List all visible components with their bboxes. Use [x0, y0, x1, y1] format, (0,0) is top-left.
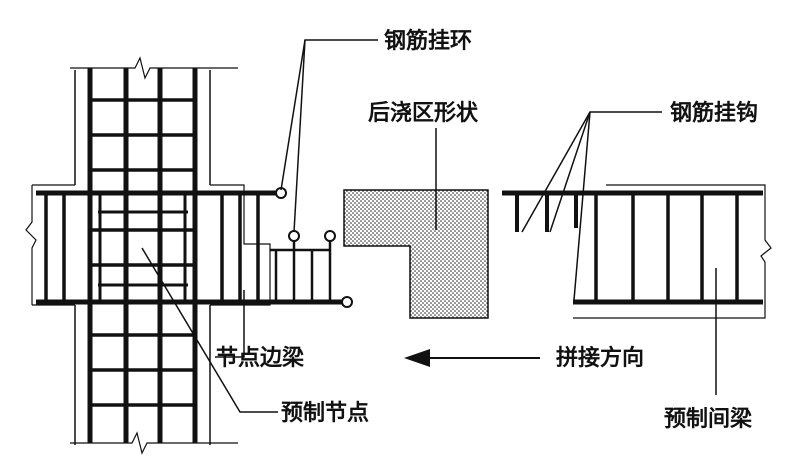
column-stirrups — [88, 98, 197, 407]
precast-beam-outline — [573, 184, 772, 319]
loop-circle-2 — [288, 230, 300, 242]
edge-beam-ties — [270, 238, 332, 302]
leader-precast-node — [141, 247, 278, 413]
label-post-cast-shape: 后浇区形状 — [368, 101, 479, 126]
leader-edge-beam — [215, 290, 245, 358]
label-edge-beam: 节点边梁 — [216, 345, 304, 371]
leader-hook — [521, 111, 662, 233]
precast-beam — [502, 184, 772, 319]
column-outline — [74, 70, 211, 445]
leader-lines — [141, 39, 717, 413]
label-rebar-loop: 钢筋挂环 — [384, 28, 472, 54]
splice-direction-arrow — [404, 349, 540, 367]
joint-core-bars — [98, 195, 188, 302]
label-precast-beam: 预制间梁 — [664, 407, 752, 432]
precast-node — [25, 56, 343, 455]
rebar-loop-ends — [275, 187, 353, 308]
post-cast-zone-shape — [343, 189, 489, 319]
left-beam-outline — [25, 184, 75, 306]
precast-beam-stirrups — [594, 193, 739, 302]
loop-circle-3 — [324, 230, 336, 242]
rebar-hooks — [515, 193, 578, 232]
column-vertical-bars — [87, 68, 198, 443]
leader-loop — [280, 39, 378, 191]
bottom-break-line — [70, 431, 238, 455]
beam-main-bars — [36, 190, 343, 305]
top-break-line — [70, 56, 238, 80]
label-rebar-hook: 钢筋挂钩 — [670, 100, 758, 126]
edge-beam-stirrups — [220, 193, 260, 302]
label-precast-node: 预制节点 — [281, 400, 369, 426]
label-splice-direction: 拼接方向 — [556, 345, 644, 371]
beam-stirrups-left — [44, 193, 66, 302]
loop-circle-4 — [341, 296, 353, 308]
